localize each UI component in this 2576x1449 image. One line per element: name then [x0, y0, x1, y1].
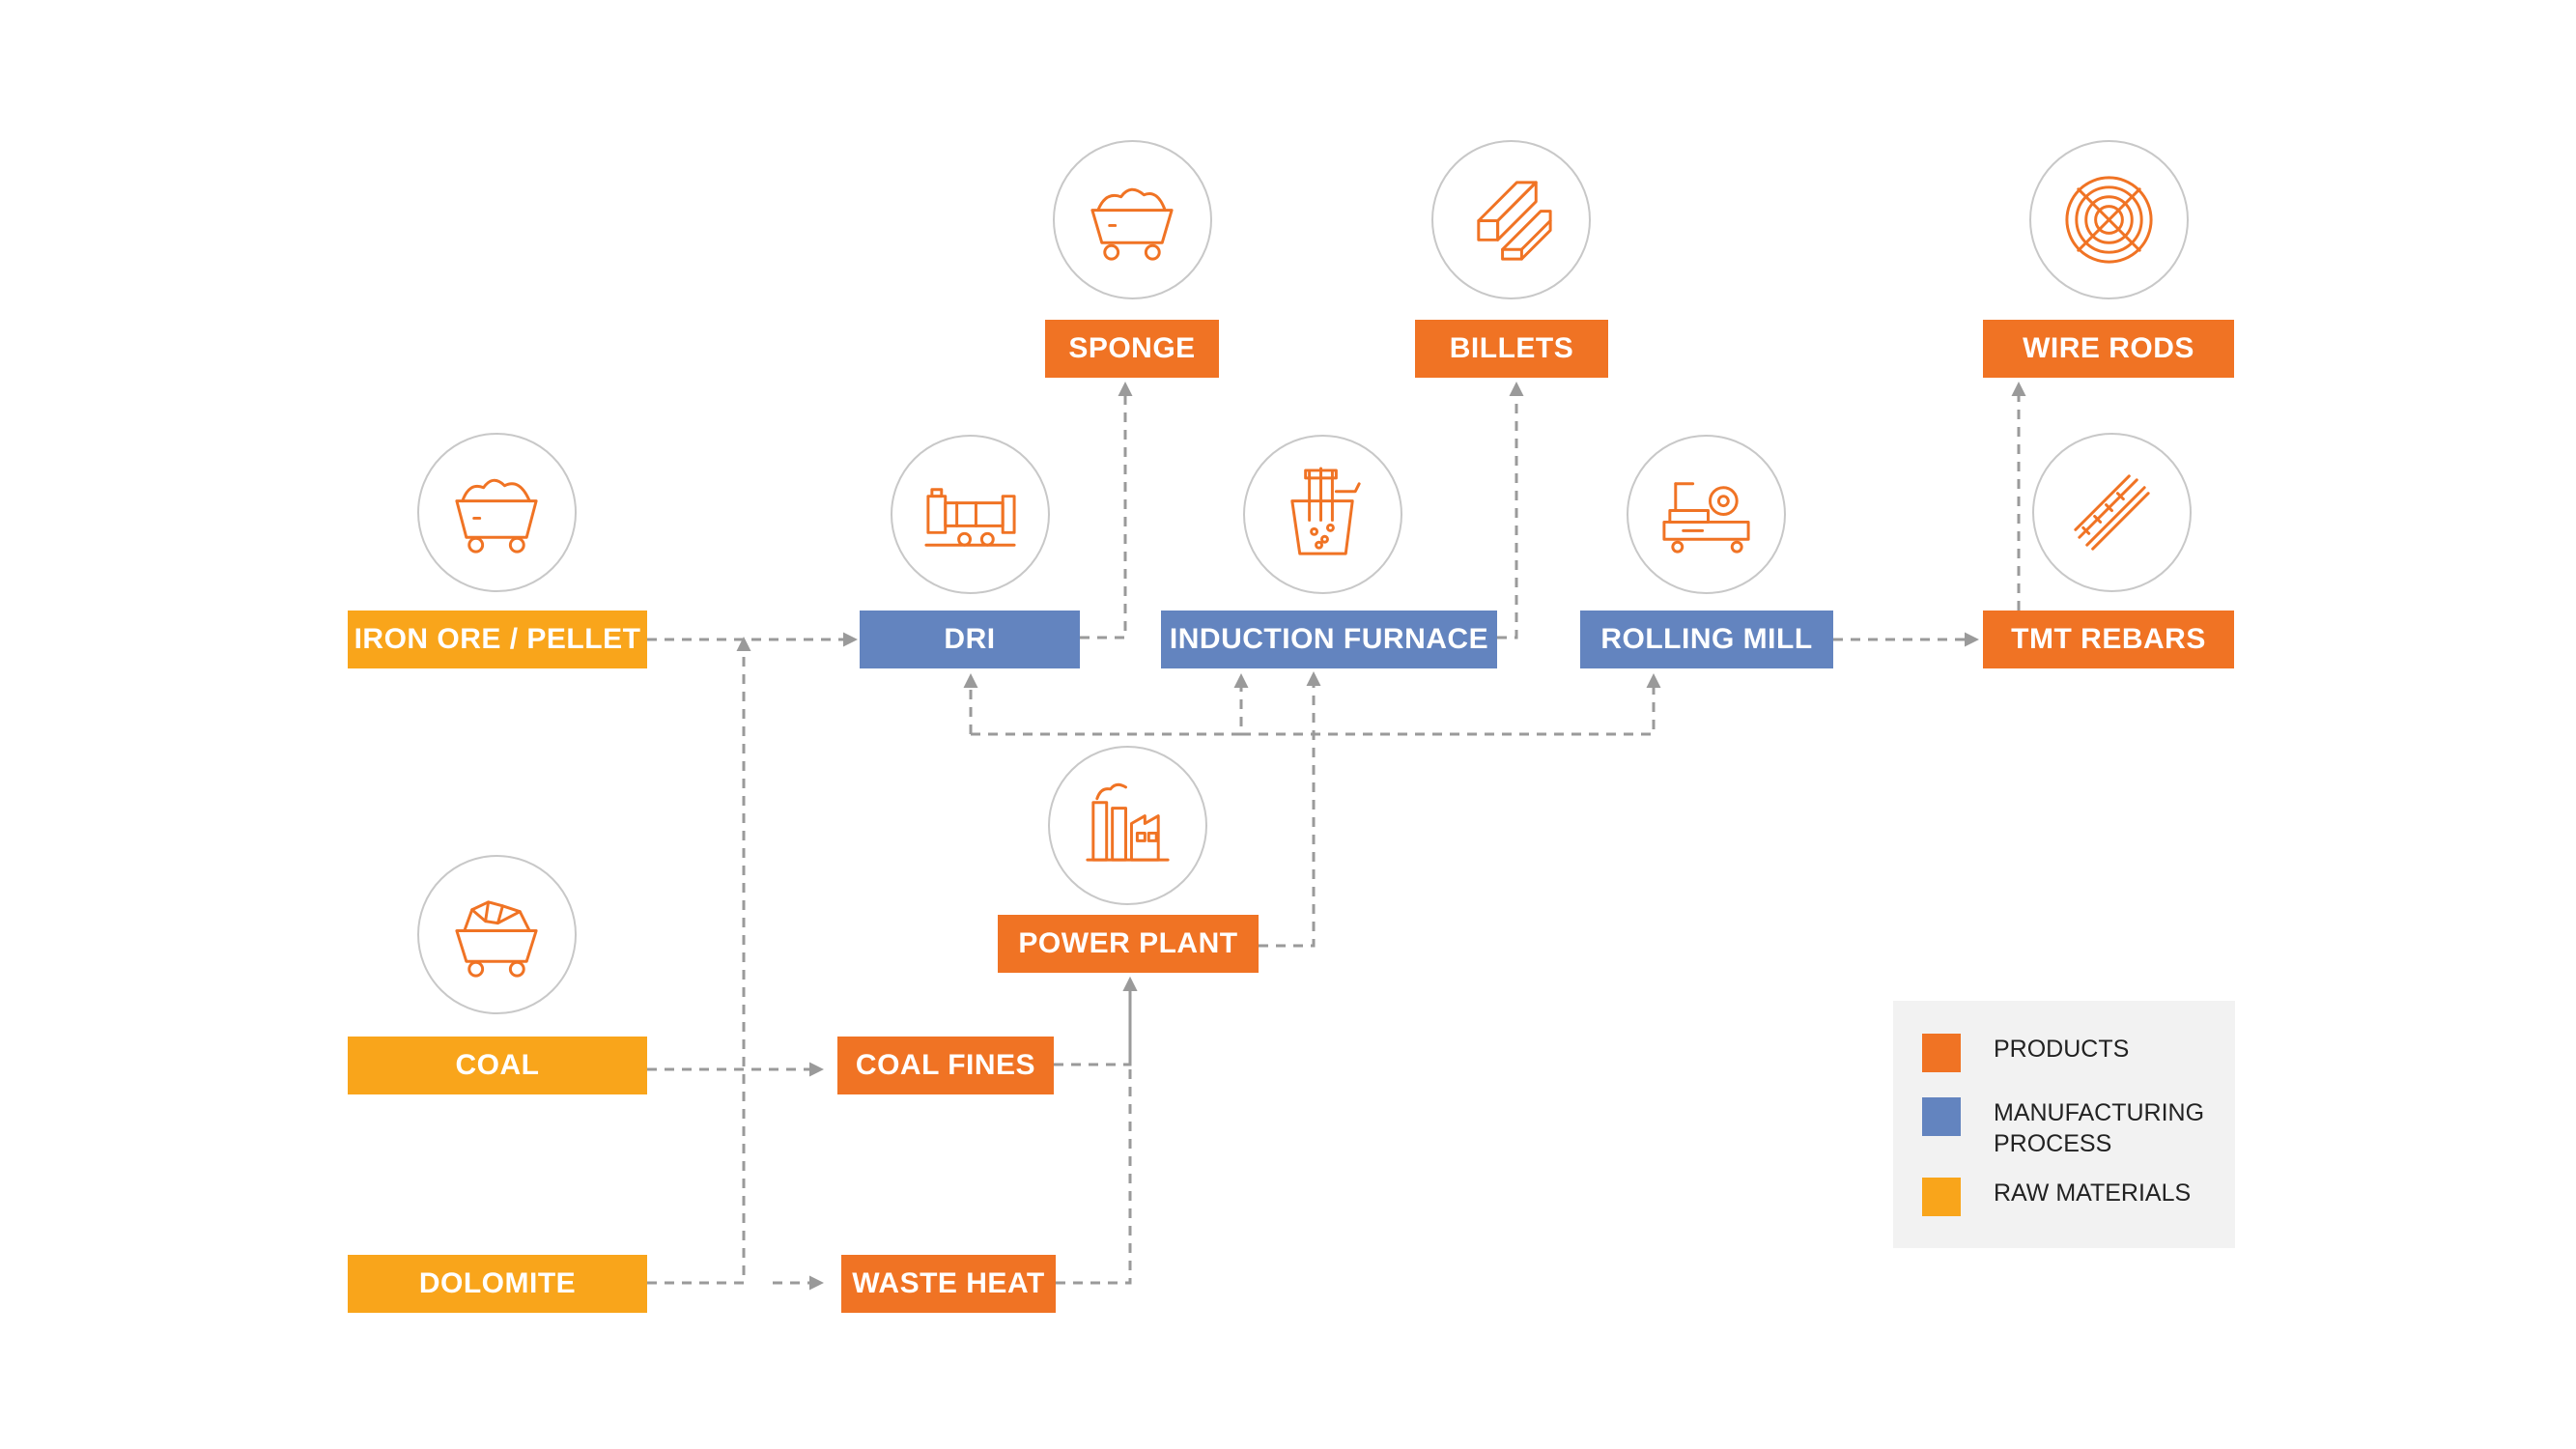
connector-coal-fines-to-power-plant: [1054, 977, 1138, 1066]
legend-swatch-raw-materials: [1922, 1178, 1961, 1216]
legend-swatch-products: [1922, 1034, 1961, 1072]
node-dri: DRI: [860, 611, 1080, 668]
node-tmt-rebars: TMT REBARS: [1983, 611, 2234, 668]
connector-dolomite-to-waste-heat: [647, 637, 751, 1285]
rotary-kiln-icon: [891, 435, 1050, 594]
node-iron-ore: IRON ORE / PELLET: [348, 611, 647, 668]
ore-cart-icon: [417, 433, 577, 592]
node-power-plant: POWER PLANT: [998, 915, 1259, 973]
legend-label-manufacturing-process: MANUFACTURING PROCESS: [1994, 1099, 2205, 1157]
coal-cart-icon: [417, 855, 577, 1014]
legend-label-products: PRODUCTS: [1994, 1036, 2130, 1063]
wire-coil-icon: [2029, 140, 2189, 299]
legend-item-raw-materials: RAW MATERIALS: [1922, 1178, 2225, 1216]
node-wire-rods: WIRE RODS: [1983, 320, 2234, 378]
rolling-mill-icon: [1627, 435, 1786, 594]
factory-icon: [1048, 746, 1207, 905]
legend-item-manufacturing-process: MANUFACTURING PROCESS: [1922, 1097, 2225, 1159]
legend-swatch-manufacturing-process: [1922, 1097, 1961, 1136]
node-rolling-mill: ROLLING MILL: [1580, 611, 1833, 668]
legend-label-raw-materials: RAW MATERIALS: [1994, 1179, 2192, 1207]
connector-power-plant-to-induction-furnace: [1259, 671, 1321, 948]
connector-dri-to-sponge: [1080, 382, 1133, 639]
node-sponge: SPONGE: [1045, 320, 1219, 378]
node-coal-fines: COAL FINES: [837, 1037, 1054, 1094]
node-induction-furnace: INDUCTION FURNACE: [1161, 611, 1497, 668]
node-coal: COAL: [348, 1037, 647, 1094]
rebars-icon: [2032, 433, 2192, 592]
connector-waste-heat-to-power-plant: [1056, 977, 1138, 1285]
connector-induction-furnace-to-billets: [1497, 382, 1524, 639]
node-dolomite: DOLOMITE: [348, 1255, 647, 1313]
sponge-cart-icon: [1053, 140, 1212, 299]
connector-dolomite-to-dri: [1241, 673, 1661, 736]
connector-power-plant-to-rolling-mill: [971, 673, 1249, 736]
node-waste-heat: WASTE HEAT: [841, 1255, 1056, 1313]
node-billets: BILLETS: [1415, 320, 1608, 378]
legend-item-products: PRODUCTS: [1922, 1034, 2225, 1072]
furnace-icon: [1243, 435, 1402, 594]
legend: PRODUCTS MANUFACTURING PROCESS RAW MATER…: [1893, 1001, 2235, 1248]
billets-icon: [1431, 140, 1591, 299]
